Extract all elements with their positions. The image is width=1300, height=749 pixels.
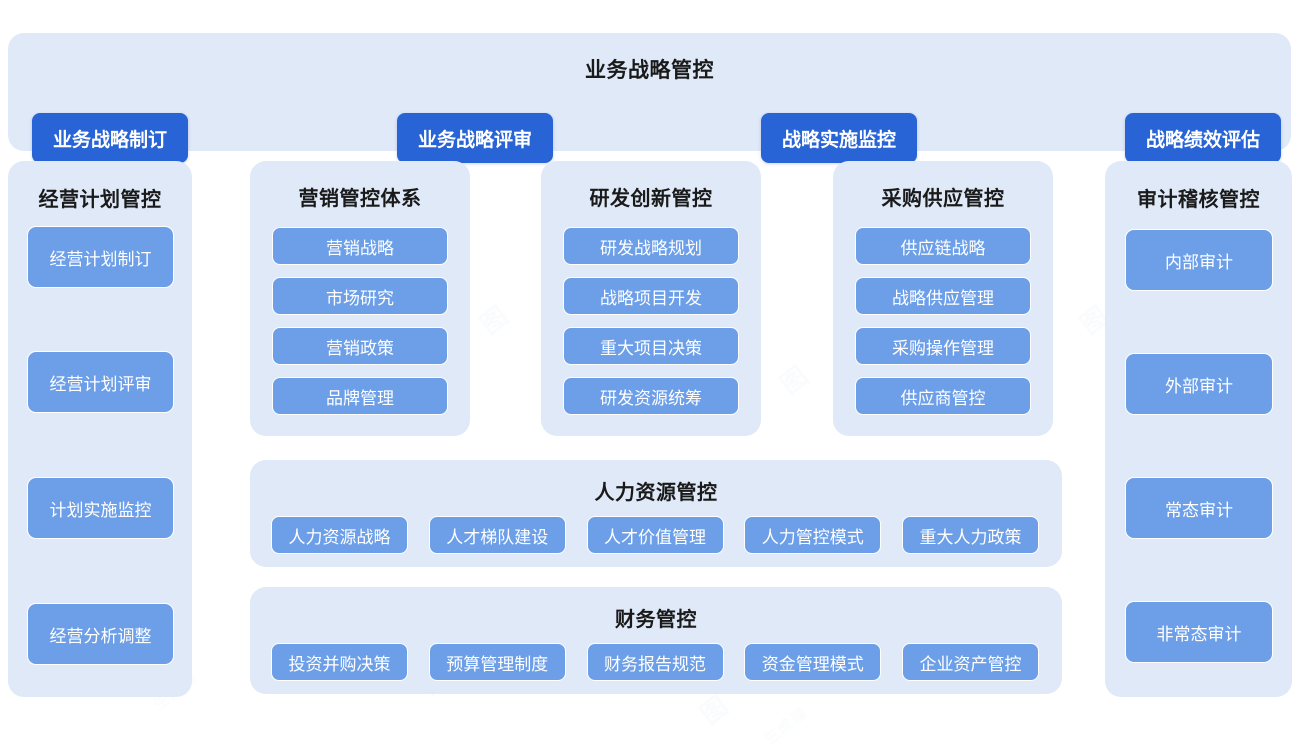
hr-item-0[interactable]: 人力资源战略 xyxy=(271,516,408,554)
rd-item-3[interactable]: 研发资源统筹 xyxy=(563,377,739,415)
marketing-item-3[interactable]: 品牌管理 xyxy=(272,377,448,415)
hr-item-3[interactable]: 人力管控模式 xyxy=(744,516,882,554)
banner-pill-2[interactable]: 战略实施监控 xyxy=(761,113,917,163)
audit-item-3[interactable]: 非常态审计 xyxy=(1125,601,1273,663)
finance-item-4[interactable]: 企业资产管控 xyxy=(902,643,1039,681)
panel-rd-innovation-control: 研发创新管控 研发战略规划 战略项目开发 重大项目决策 研发资源统筹 xyxy=(541,161,761,436)
panel-title-business-plan: 经营计划管控 xyxy=(38,189,162,211)
audit-item-0[interactable]: 内部审计 xyxy=(1125,229,1273,291)
panel-title-procurement: 采购供应管控 xyxy=(881,188,1005,210)
finance-item-1[interactable]: 预算管理制度 xyxy=(428,643,566,681)
audit-item-1[interactable]: 外部审计 xyxy=(1125,353,1273,415)
purchase-item-3[interactable]: 供应商管控 xyxy=(855,377,1031,415)
plan-item-3[interactable]: 经营分析调整 xyxy=(27,603,174,665)
rd-item-2[interactable]: 重大项目决策 xyxy=(563,327,739,365)
panel-title-finance: 财务管控 xyxy=(615,609,697,631)
panel-procurement-supply-control: 采购供应管控 供应链战略 战略供应管理 采购操作管理 供应商管控 xyxy=(833,161,1053,436)
panel-title-hr: 人力资源管控 xyxy=(594,482,718,504)
panel-hr-control: 人力资源管控 人力资源战略 人才梯队建设 人才价值管理 人力管控模式 重大人力政… xyxy=(250,460,1062,567)
rd-item-0[interactable]: 研发战略规划 xyxy=(563,227,739,265)
banner-pill-1[interactable]: 业务战略评审 xyxy=(397,113,553,163)
finance-item-0[interactable]: 投资并购决策 xyxy=(271,643,408,681)
panel-title-audit: 审计稽核管控 xyxy=(1137,189,1260,211)
hr-item-1[interactable]: 人才梯队建设 xyxy=(428,516,566,554)
panel-audit-control: 审计稽核管控 内部审计 外部审计 常态审计 非常态审计 xyxy=(1105,161,1292,697)
business-strategy-banner: 业务战略管控 业务战略制订 业务战略评审 战略实施监控 战略绩效评估 xyxy=(8,33,1291,163)
panel-marketing-control: 营销管控体系 营销战略 市场研究 营销政策 品牌管理 xyxy=(250,161,470,436)
plan-item-0[interactable]: 经营计划制订 xyxy=(27,226,174,288)
marketing-item-2[interactable]: 营销政策 xyxy=(272,327,448,365)
banner-title: 业务战略管控 xyxy=(585,59,714,82)
plan-item-2[interactable]: 计划实施监控 xyxy=(27,477,174,539)
purchase-item-1[interactable]: 战略供应管理 xyxy=(855,277,1031,315)
finance-item-3[interactable]: 资金管理模式 xyxy=(744,643,882,681)
hr-item-2[interactable]: 人才价值管理 xyxy=(586,516,724,554)
purchase-item-0[interactable]: 供应链战略 xyxy=(855,227,1031,265)
plan-item-1[interactable]: 经营计划评审 xyxy=(27,351,174,413)
hr-item-4[interactable]: 重大人力政策 xyxy=(902,516,1039,554)
rd-item-1[interactable]: 战略项目开发 xyxy=(563,277,739,315)
audit-item-2[interactable]: 常态审计 xyxy=(1125,477,1273,539)
finance-item-2[interactable]: 财务报告规范 xyxy=(586,643,724,681)
banner-pill-0[interactable]: 业务战略制订 xyxy=(32,113,188,163)
panel-business-plan-control: 经营计划管控 经营计划制订 经营计划评审 计划实施监控 经营分析调整 xyxy=(8,161,192,697)
purchase-item-2[interactable]: 采购操作管理 xyxy=(855,327,1031,365)
marketing-item-0[interactable]: 营销战略 xyxy=(272,227,448,265)
banner-pill-3[interactable]: 战略绩效评估 xyxy=(1125,113,1281,163)
marketing-item-1[interactable]: 市场研究 xyxy=(272,277,448,315)
panel-title-marketing: 营销管控体系 xyxy=(298,188,422,210)
panel-title-rd: 研发创新管控 xyxy=(589,188,713,210)
panel-finance-control: 财务管控 投资并购决策 预算管理制度 财务报告规范 资金管理模式 企业资产管控 xyxy=(250,587,1062,694)
